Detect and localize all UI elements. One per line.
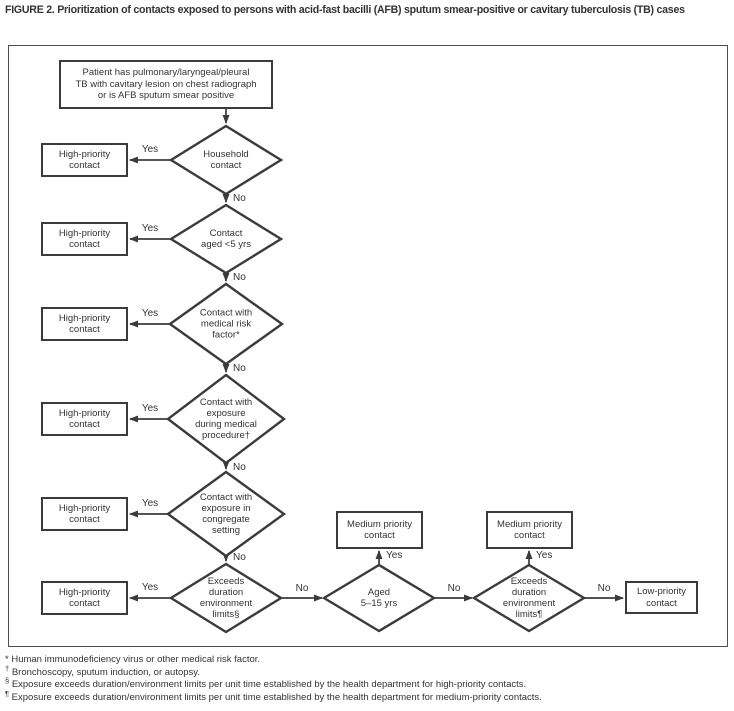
footnote-text: Human immunodeficiency virus or other me… — [11, 654, 261, 665]
flow-arrows-yes-left — [129, 156, 171, 602]
footnote-pilcrow: ¶ Exposure exceeds duration/environment … — [5, 688, 731, 705]
edge-label-yes: Yes — [141, 498, 159, 509]
decision-diamond-medical-procedure — [166, 373, 286, 465]
outcome-box-high-priority-6: High-priority contact — [41, 581, 128, 615]
edge-label-no: No — [233, 552, 246, 563]
outcome-box-low-priority: Low-priority contact — [625, 581, 698, 614]
outcome-box-high-priority-2: High-priority contact — [41, 222, 128, 256]
edge-label-yes: Yes — [141, 144, 159, 155]
edge-label-yes: Yes — [141, 308, 159, 319]
flowchart-area: Patient has pulmonary/laryngeal/pleural … — [8, 45, 728, 647]
edge-label-yes: Yes — [536, 550, 553, 561]
edge-label-yes: Yes — [141, 403, 159, 414]
decision-diamond-congregate — [165, 470, 287, 558]
footnote-marker: † — [5, 663, 10, 673]
flowchart-canvas — [129, 109, 624, 634]
outcome-box-high-priority-3: High-priority contact — [41, 307, 128, 341]
outcome-box-high-priority-4: High-priority contact — [41, 402, 128, 436]
edge-label-no: No — [233, 272, 246, 283]
footnote-text: Exposure exceeds duration/environment li… — [11, 691, 542, 703]
start-node: Patient has pulmonary/laryngeal/pleural … — [59, 60, 273, 109]
footnote-marker: ¶ — [5, 688, 10, 698]
outcome-box-medium-priority-2: Medium priority contact — [486, 511, 573, 549]
footnote-dagger: † Bronchoscopy, sputum induction, or aut… — [5, 664, 731, 680]
edge-label-no: No — [447, 583, 461, 594]
edge-label-no: No — [233, 193, 246, 204]
edge-label-no: No — [597, 583, 611, 594]
footnote-marker: * — [5, 654, 9, 665]
decision-diamond-aged-5-15 — [321, 563, 437, 633]
footnote-marker: § — [5, 676, 10, 686]
edge-label-no: No — [295, 583, 309, 594]
footnotes: * Human immunodeficiency virus or other … — [5, 654, 731, 704]
edge-label-yes: Yes — [141, 582, 159, 593]
footnote-text: Bronchoscopy, sputum induction, or autop… — [11, 666, 200, 678]
outcome-box-medium-priority-1: Medium priority contact — [336, 511, 423, 549]
footnote-asterisk: * Human immunodeficiency virus or other … — [5, 654, 731, 667]
decision-diamond-household — [168, 124, 284, 196]
flow-arrows-yes-up — [375, 550, 533, 565]
footnote-section: § Exposure exceeds duration/environment … — [5, 676, 731, 692]
edge-label-no: No — [233, 462, 246, 473]
outcome-box-high-priority-1: High-priority contact — [41, 143, 128, 177]
decision-diamond-exceeds-limits-high — [168, 562, 284, 634]
edge-label-yes: Yes — [141, 223, 159, 234]
decision-diamonds — [165, 124, 587, 634]
outcome-box-high-priority-5: High-priority contact — [41, 497, 128, 531]
decision-diamond-aged-under-5 — [168, 203, 284, 275]
footnote-text: Exposure exceeds duration/environment li… — [11, 679, 527, 691]
edge-label-no: No — [233, 363, 246, 374]
figure-title: FIGURE 2. Prioritization of contacts exp… — [5, 4, 685, 16]
decision-diamond-medical-risk — [167, 282, 285, 366]
edge-label-yes: Yes — [386, 550, 403, 561]
decision-diamond-exceeds-limits-medium — [471, 563, 587, 633]
